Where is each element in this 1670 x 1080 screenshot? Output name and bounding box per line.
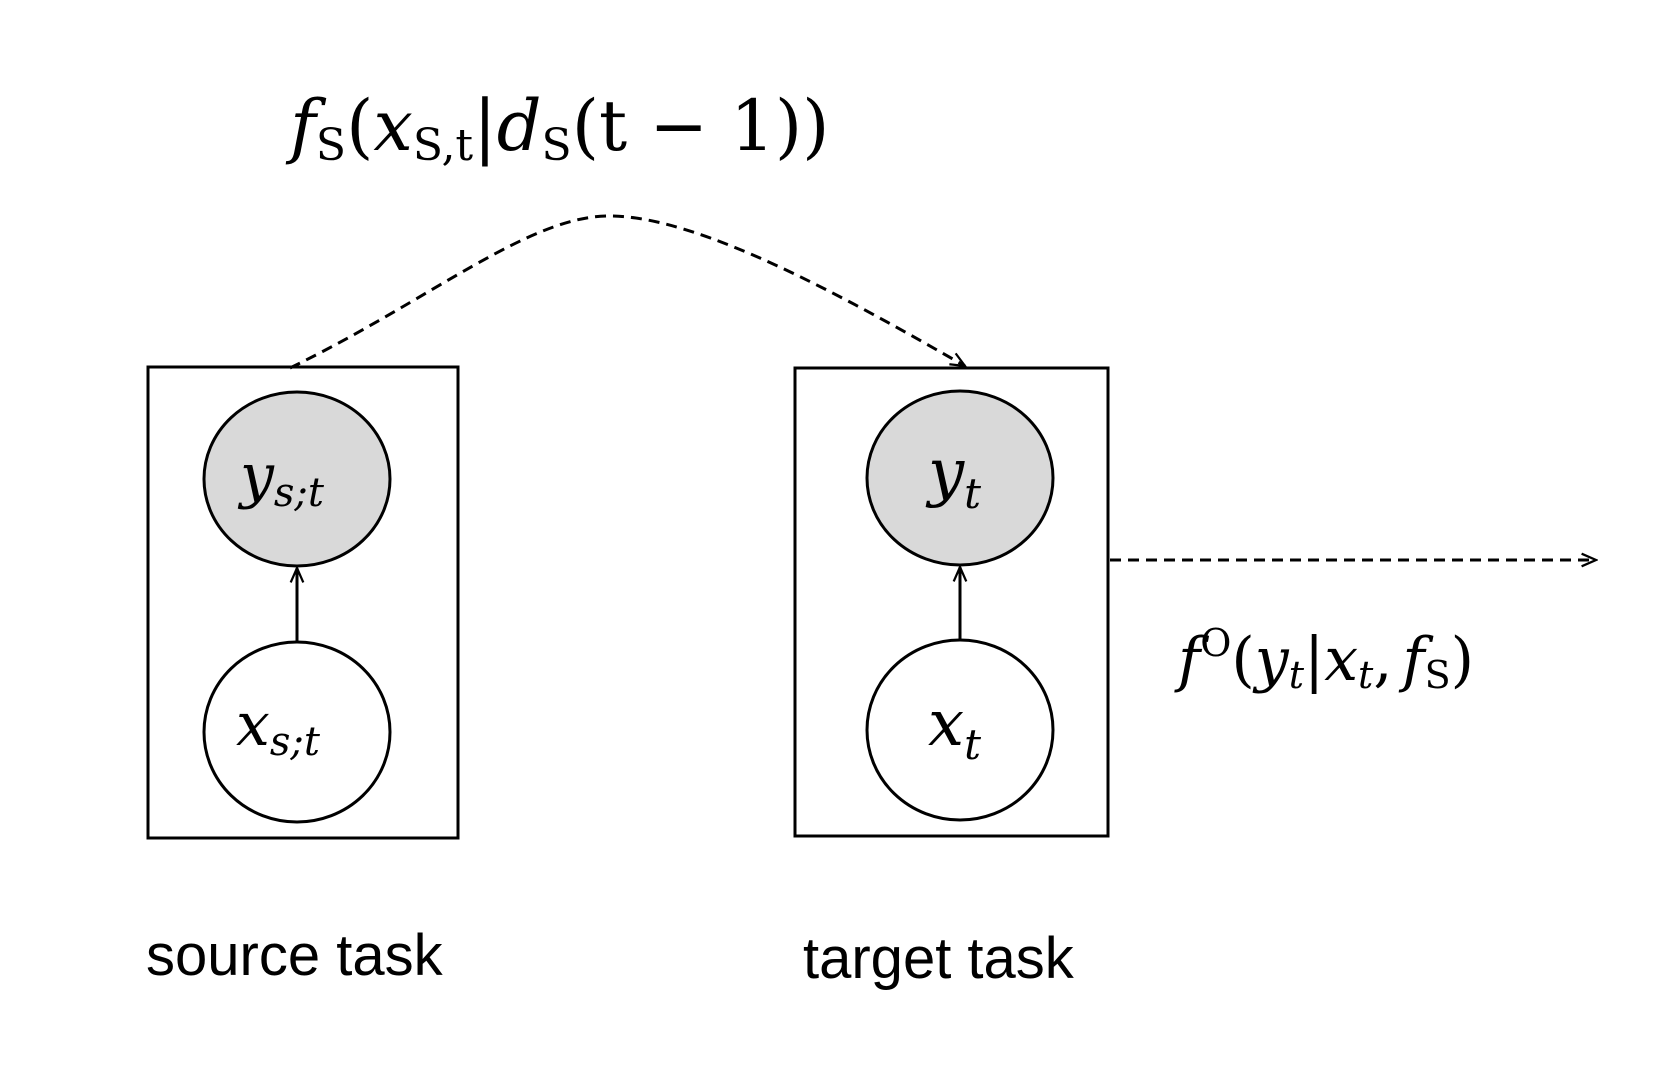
output-formula: fO(yt|xt,fS) [1174, 621, 1474, 697]
transfer-arc-arrow [289, 214, 965, 370]
svg-text:ys;t: ys;t [237, 441, 325, 516]
svg-text:xs;t: xs;t [236, 690, 321, 765]
source-y-node: ys;t [202, 390, 392, 568]
target-y-node: yt [865, 389, 1055, 567]
svg-text:yt: yt [925, 436, 981, 518]
source-task-label: source task [146, 923, 444, 988]
svg-text:xt: xt [928, 687, 981, 769]
top-formula: fS(xS,t|dS(t − 1)) [285, 85, 829, 171]
target-task-plate [793, 366, 1110, 838]
target-task-label: target task [803, 926, 1075, 991]
source-x-node: xs;t [202, 640, 392, 824]
source-task-plate [146, 365, 460, 840]
target-x-node: xt [865, 638, 1055, 822]
